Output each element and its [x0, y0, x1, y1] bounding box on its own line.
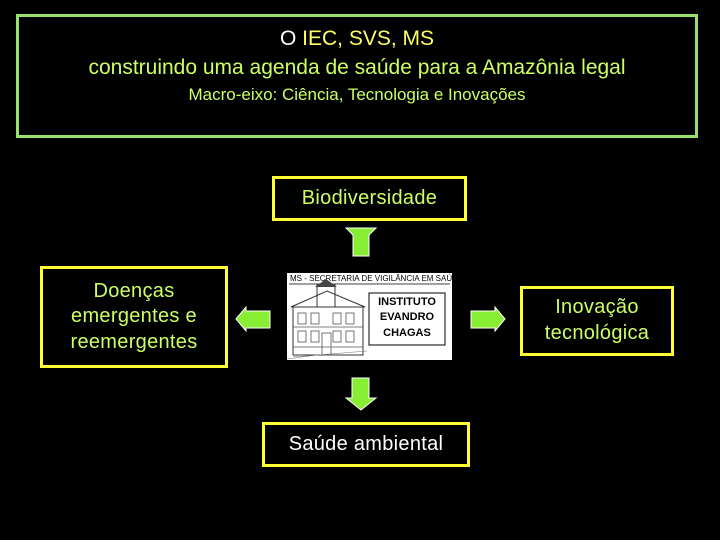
arrow-right	[470, 305, 506, 333]
node-saude-ambiental-label: Saúde ambiental	[288, 432, 444, 455]
node-inovacao-line-2: tecnológica	[544, 322, 650, 344]
node-saude-ambiental: Saúde ambiental	[262, 422, 470, 467]
title-highlight: IEC, SVS, MS	[302, 27, 435, 50]
arrow-down	[344, 377, 378, 411]
building-illustration	[287, 279, 450, 360]
logo-name-line-2: EVANDRO	[379, 311, 435, 324]
arrow-left	[235, 305, 271, 333]
title-prefix: O	[279, 27, 303, 50]
node-doencas-label: Doenças emergentes e reemergentes	[71, 279, 198, 356]
title-box: O IEC, SVS, MS construindo uma agenda de…	[16, 14, 698, 138]
arrow-up	[344, 227, 378, 257]
instituto-evandro-chagas-logo: MS - SECRETARIA DE VIGILÂNCIA EM SAÚDE I…	[287, 273, 452, 360]
title-line-1: O IEC, SVS, MS	[19, 27, 695, 51]
logo-name: INSTITUTO EVANDRO CHAGAS	[369, 295, 445, 341]
title-line-2: construindo uma agenda de saúde para a A…	[88, 56, 626, 79]
node-inovacao-line-1: Inovação	[555, 296, 639, 319]
node-doencas-line-3: reemergentes	[70, 330, 198, 353]
node-doencas: Doenças emergentes e reemergentes	[40, 266, 228, 368]
node-inovacao-label: Inovação tecnológica	[545, 295, 649, 346]
node-doencas-line-2: emergentes e	[71, 305, 197, 328]
logo-header: MS - SECRETARIA DE VIGILÂNCIA EM SAÚDE	[290, 274, 452, 283]
node-biodiversidade-label: Biodiversidade	[301, 186, 438, 209]
logo-name-line-1: INSTITUTO	[378, 296, 436, 308]
node-doencas-line-1: Doenças	[93, 279, 175, 302]
node-biodiversidade: Biodiversidade	[272, 176, 467, 221]
title-line-3: Macro-eixo: Ciência, Tecnologia e Inovaç…	[188, 85, 526, 104]
node-inovacao: Inovação tecnológica	[520, 286, 674, 356]
logo-name-line-3: CHAGAS	[383, 326, 431, 339]
